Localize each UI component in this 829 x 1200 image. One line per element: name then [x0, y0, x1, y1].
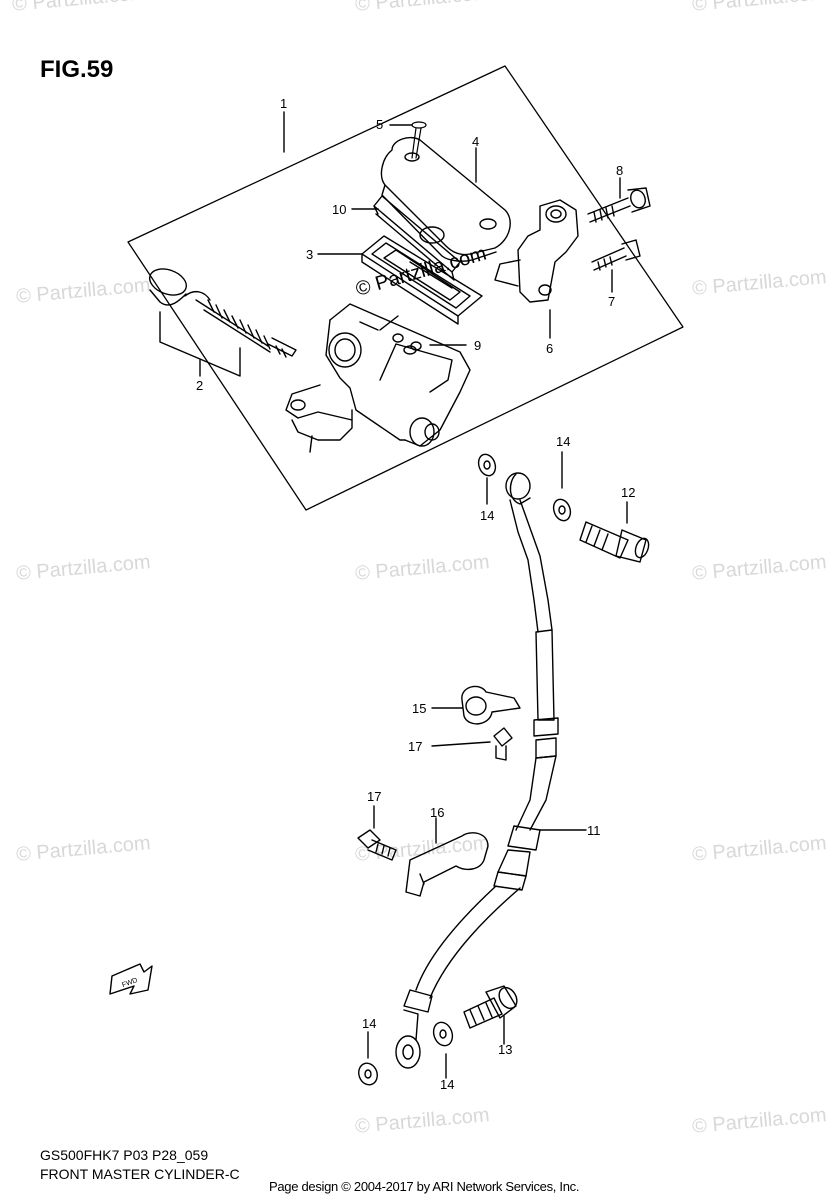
bolt-small-part [493, 727, 513, 761]
callout-5: 5 [376, 117, 383, 132]
callout-15: 15 [412, 701, 426, 716]
callout-14: 14 [440, 1077, 454, 1092]
callout-9: 9 [474, 338, 481, 353]
bolt-long-part [587, 187, 651, 223]
callout-17: 17 [367, 789, 381, 804]
screw-part [411, 121, 427, 159]
callout-8: 8 [616, 163, 623, 178]
handlebar-clamp-part [494, 199, 579, 303]
callout-3: 3 [306, 247, 313, 262]
callout-16: 16 [430, 805, 444, 820]
washer-part [358, 1062, 378, 1086]
piston-spring-part [148, 268, 297, 358]
callout-14: 14 [480, 508, 494, 523]
bleeder-part [410, 341, 422, 351]
fwd-arrow-icon [109, 963, 153, 995]
callout-14: 14 [556, 434, 570, 449]
copyright-notice: Page design © 2004-2017 by ARI Network S… [269, 1179, 580, 1194]
bolt-small-part [357, 829, 397, 861]
callout-4: 4 [472, 134, 479, 149]
hose-bracket-part [405, 832, 489, 897]
brake-hose-part [395, 472, 559, 1069]
callout-13: 13 [498, 1042, 512, 1057]
callout-12: 12 [621, 485, 635, 500]
union-bolt-part [579, 521, 650, 563]
callout-1: 1 [280, 96, 287, 111]
washer-part [552, 498, 572, 522]
callout-7: 7 [608, 294, 615, 309]
callout-11: 11 [587, 823, 601, 838]
callout-14: 14 [362, 1016, 376, 1031]
assembly-outline [127, 65, 684, 511]
master-cylinder-body [285, 303, 471, 453]
hose-clamp-part [461, 685, 521, 725]
callout-10: 10 [332, 202, 346, 217]
diagram-name: FRONT MASTER CYLINDER-C [40, 1166, 240, 1182]
figure-title: FIG.59 [40, 56, 114, 83]
plate-part [373, 195, 461, 281]
diaphragm-part [361, 235, 483, 325]
reservoir-cap-part [380, 136, 511, 262]
washer-part [432, 1021, 454, 1047]
union-bolt-part [463, 985, 518, 1029]
callout-6: 6 [546, 341, 553, 356]
bolt-short-part [591, 239, 641, 271]
washer-part [477, 453, 497, 477]
callout-2: 2 [196, 378, 203, 393]
diagram-code: GS500FHK7 P03 P28_059 [40, 1147, 209, 1163]
callout-17: 17 [408, 739, 422, 754]
